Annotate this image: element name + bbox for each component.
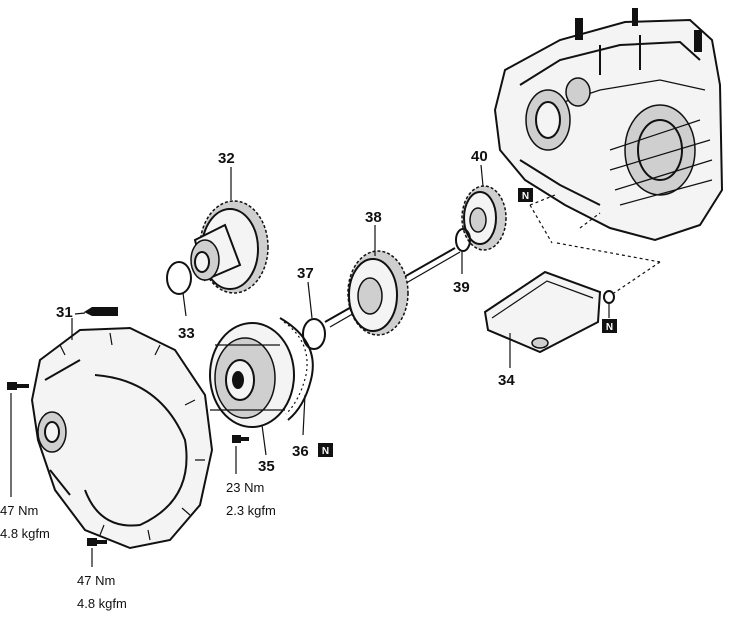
torque-kgfm: 4.8 kgfm	[77, 596, 127, 611]
transmission-case	[493, 8, 724, 242]
part-40-gear	[461, 185, 507, 251]
torque-spec-left: 47 Nm 4.8 kgfm	[0, 503, 50, 541]
part-38-shaft-gear	[324, 247, 461, 336]
filter-oring	[603, 290, 615, 304]
torque-nm: 23 Nm	[226, 480, 264, 495]
part-37-oring	[302, 318, 326, 350]
bolt-bottom	[87, 538, 107, 546]
n-badge-text: N	[322, 446, 329, 457]
part-31-converter-housing	[30, 326, 214, 550]
part-label-40: 40	[471, 148, 488, 165]
part-label-33: 33	[178, 325, 195, 342]
part-39-ring	[455, 228, 471, 252]
torque-nm: 47 Nm	[77, 573, 115, 588]
part-label-34: 34	[498, 372, 515, 389]
torque-kgfm: 2.3 kgfm	[226, 503, 276, 518]
torque-kgfm: 4.8 kgfm	[0, 526, 50, 541]
part-label-35: 35	[258, 458, 275, 475]
leader-lines	[10, 164, 661, 567]
n-badge-case: N	[518, 188, 533, 202]
part-label-39: 39	[453, 279, 470, 296]
part-31-plug	[84, 307, 118, 316]
part-label-37: 37	[297, 265, 314, 282]
n-badge-gasket: N	[318, 443, 333, 457]
bolt-pump	[232, 435, 249, 443]
part-34-oil-filter	[483, 270, 602, 354]
n-badge-filter: N	[602, 319, 617, 333]
torque-nm: 47 Nm	[0, 503, 38, 518]
part-35-oil-pump	[209, 322, 295, 428]
part-label-31: 31	[56, 304, 73, 321]
part-label-38: 38	[365, 209, 382, 226]
bolt-left	[7, 382, 29, 390]
n-badge-text: N	[606, 322, 613, 333]
part-label-32: 32	[218, 150, 235, 167]
part-32-differential	[190, 200, 269, 294]
part-33-ring	[166, 261, 192, 295]
part-label-36: 36	[292, 443, 309, 460]
part-36-gasket	[279, 317, 314, 421]
torque-spec-pump: 23 Nm 2.3 kgfm	[226, 480, 276, 518]
torque-spec-bottom: 47 Nm 4.8 kgfm	[77, 573, 127, 611]
n-badge-text: N	[522, 191, 529, 202]
